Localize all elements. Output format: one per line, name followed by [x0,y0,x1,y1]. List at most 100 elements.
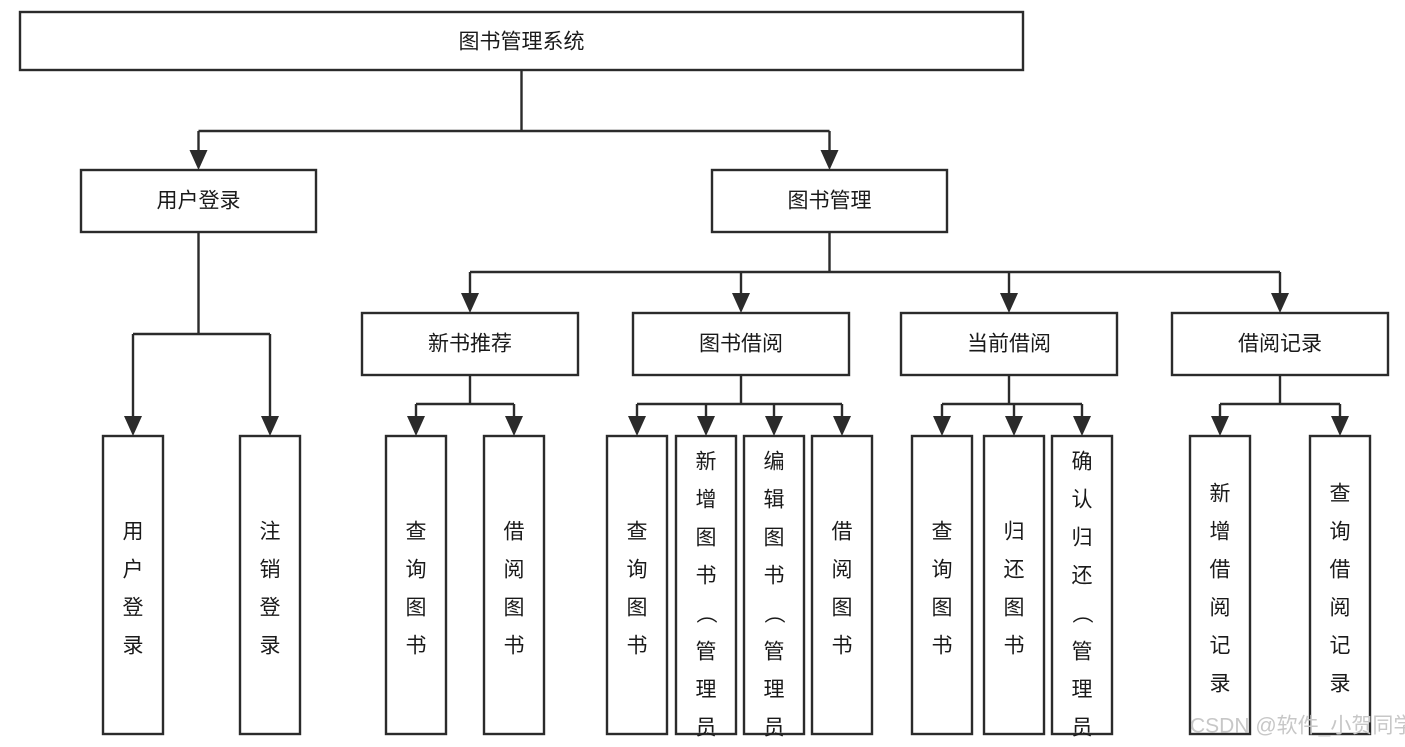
node-leaf-confirm-return-admin[interactable] [1050,434,1114,736]
node-user-login-label: 用户登录 [157,190,241,213]
glyph: （ [762,603,785,624]
glyph: 新 [696,450,717,473]
node-leaf-borrow-book-rec-box[interactable] [482,434,546,736]
glyph: 归 [1072,526,1093,549]
node-leaf-query-borrow-record[interactable] [1308,434,1372,736]
node-leaf-user-login[interactable] [101,434,165,736]
node-borrow-record-box[interactable] [1170,311,1390,377]
node-user-login-box[interactable] [79,168,318,234]
node-leaf-query-borrow-record-box[interactable] [1308,434,1372,736]
node-leaf-user-login-box[interactable] [101,434,165,736]
node-book-manage-box[interactable] [710,168,949,234]
node-leaf-query-book-borrow-box[interactable] [605,434,669,736]
glyph: 询 [406,559,427,582]
node-leaf-borrow-book-box[interactable] [810,434,874,736]
node-leaf-borrow-book[interactable] [810,434,874,736]
node-borrow-record[interactable]: 借阅记录 [1170,311,1390,377]
arrow-head-icon-leaf-user-logout [261,416,279,436]
glyph: 户 [123,559,144,582]
glyph: 管 [696,640,717,663]
glyph: 图 [627,597,648,620]
node-group: 图书管理系统 用户登录 图书管理 新书推荐 图书借阅 [18,10,1390,739]
glyph: 认 [1072,488,1093,511]
node-leaf-user-logout-box[interactable] [238,434,302,736]
node-leaf-query-book-borrow[interactable] [605,434,669,736]
node-book-borrow[interactable]: 图书借阅 [631,311,851,377]
node-book-borrow-box[interactable] [631,311,851,377]
glyph: 查 [406,521,427,544]
glyph: 书 [764,564,785,587]
glyph: 书 [696,564,717,587]
arrow-head-icon-leaf-query-book-borrow [628,416,646,436]
node-leaf-edit-book-admin[interactable] [742,434,806,736]
node-leaf-borrow-book-rec[interactable] [482,434,546,736]
arrow-head-icon-leaf-add-book-admin [697,416,715,436]
glyph: （ [1070,603,1093,624]
glyph: 借 [1330,559,1351,582]
node-leaf-return-book-box[interactable] [982,434,1046,736]
glyph: 记 [1330,635,1351,658]
node-book-manage[interactable]: 图书管理 [710,168,949,234]
node-leaf-add-borrow-record[interactable] [1188,434,1252,736]
node-leaf-confirm-return-admin-box[interactable] [1050,434,1114,736]
node-root-box[interactable] [18,10,1025,72]
node-leaf-return-book[interactable] [982,434,1046,736]
glyph: 确 [1072,450,1093,473]
node-leaf-query-book-current-box[interactable] [910,434,974,736]
glyph: 编 [764,450,785,473]
glyph: 查 [932,521,953,544]
node-leaf-add-borrow-record-box[interactable] [1188,434,1252,736]
glyph: 登 [123,597,144,620]
node-new-book-rec[interactable]: 新书推荐 [360,311,580,377]
arrow-head-icon-current-borrow [1000,293,1018,313]
arrow-head-icon-leaf-confirm-return-admin [1073,416,1091,436]
arrow-head-icon-book-borrow [732,293,750,313]
glyph: 增 [1210,521,1231,544]
arrow-head-icon-leaf-query-book-current [933,416,951,436]
node-borrow-record-label: 借阅记录 [1238,333,1322,356]
node-leaf-query-book-rec-box[interactable] [384,434,448,736]
glyph: 阅 [832,559,853,582]
node-root[interactable]: 图书管理系统 [18,10,1025,72]
node-leaf-add-book-admin-box[interactable] [674,434,738,736]
node-current-borrow-box[interactable] [899,311,1119,377]
watermark-label: CSDN @软件_小贺同学 [1190,715,1405,738]
arrow-head-icon-leaf-user-login [124,416,142,436]
vertical-label-group: 用户登录注销登录查询图书借阅图书查询图书新增图书（管理员）编辑图书（管理员）借阅… [123,450,1351,739]
node-leaf-query-book-current[interactable] [910,434,974,736]
glyph: 询 [932,559,953,582]
node-leaf-add-book-admin[interactable] [674,434,738,736]
arrow-head-icon-leaf-borrow-book [833,416,851,436]
glyph: 书 [504,635,525,658]
node-current-borrow[interactable]: 当前借阅 [899,311,1119,377]
glyph: 书 [1004,635,1025,658]
arrow-head-icon-new-book-rec [461,293,479,313]
node-leaf-user-logout[interactable] [238,434,302,736]
glyph: 图 [932,597,953,620]
arrow-head-icon-borrow-record [1271,293,1289,313]
arrow-head-icon-leaf-edit-book-admin [765,416,783,436]
glyph: 登 [260,597,281,620]
glyph: 管 [1072,640,1093,663]
glyph: 员 [696,716,717,739]
node-user-login[interactable]: 用户登录 [79,168,318,234]
glyph: 书 [627,635,648,658]
glyph: 还 [1072,564,1093,587]
node-new-book-rec-box[interactable] [360,311,580,377]
glyph: 图 [764,526,785,549]
glyph: 员 [764,716,785,739]
glyph: 员 [1072,716,1093,739]
node-leaf-edit-book-admin-box[interactable] [742,434,806,736]
glyph: 录 [1330,673,1351,696]
glyph: 新 [1210,483,1231,506]
node-new-book-rec-label: 新书推荐 [428,333,512,356]
node-leaf-query-book-rec[interactable] [384,434,448,736]
glyph: 注 [260,521,281,544]
